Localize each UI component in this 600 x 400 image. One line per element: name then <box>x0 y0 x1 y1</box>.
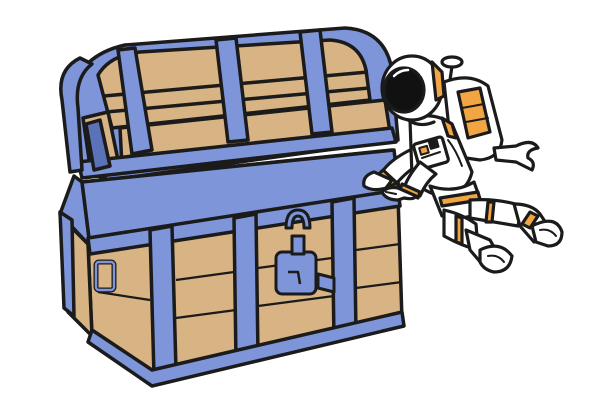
visor <box>382 66 426 114</box>
boot-back <box>530 219 564 248</box>
helmet <box>380 54 446 127</box>
chest-body <box>58 148 406 388</box>
jetpack-exhaust <box>492 140 540 172</box>
astronaut <box>362 54 564 274</box>
boot-front <box>478 244 514 274</box>
glove-right <box>380 185 418 202</box>
chest-control-box <box>412 135 450 171</box>
padlock-icon <box>274 208 336 296</box>
chest-lid <box>59 26 400 182</box>
